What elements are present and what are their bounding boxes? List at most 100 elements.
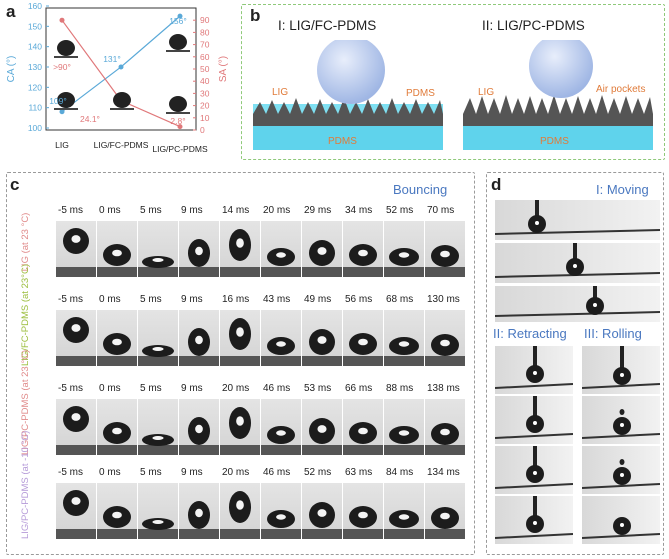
droplet-frame <box>425 483 465 539</box>
droplet-frame <box>179 310 219 366</box>
droplet-image <box>113 92 131 108</box>
y-right-tick: 10 <box>200 113 210 123</box>
frame-time: 56 ms <box>345 294 373 305</box>
droplet-frame <box>56 483 96 539</box>
droplet-frame <box>343 483 383 539</box>
ca-point <box>177 13 183 19</box>
y-left-tick: 130 <box>28 62 42 72</box>
droplet-frame <box>138 221 178 277</box>
droplet-frame <box>494 446 574 494</box>
schematic-pc-pdms <box>463 40 653 150</box>
frame-time: 5 ms <box>140 205 162 216</box>
droplet-image <box>57 92 75 108</box>
y-right-tick: 40 <box>200 76 210 86</box>
y-left-tick: 160 <box>28 1 42 11</box>
droplet-frame <box>138 399 178 455</box>
angle-annotation: 131° <box>103 54 121 64</box>
droplet-frame <box>494 286 661 322</box>
frame-time: 63 ms <box>345 467 373 478</box>
y-right-title: SA (°) <box>218 56 229 82</box>
frame-time: 68 ms <box>386 294 414 305</box>
frame-time: 66 ms <box>345 383 373 394</box>
droplet-frame <box>494 496 574 544</box>
droplet-frame <box>56 399 96 455</box>
panel-d-frame <box>486 172 664 555</box>
frame-time: 0 ms <box>99 205 121 216</box>
frame-time: 84 ms <box>386 467 414 478</box>
panel-b-right-title: II: LIG/PC-PDMS <box>482 18 585 33</box>
panel-c-title: Bouncing <box>393 182 448 197</box>
pc-lig-label: LIG <box>478 87 495 98</box>
panel-b-label: b <box>250 6 261 25</box>
droplet-frame <box>261 221 301 277</box>
frame-time: 0 ms <box>99 467 121 478</box>
droplet-frame <box>302 310 342 366</box>
droplet-frame <box>425 310 465 366</box>
frame-time: 29 ms <box>304 205 332 216</box>
droplet-frame <box>494 396 574 444</box>
y-left-tick: 110 <box>28 103 42 113</box>
pdms-base <box>253 126 443 150</box>
droplet-frame <box>581 396 661 444</box>
frame-time: 130 ms <box>427 294 460 305</box>
frame-time: 5 ms <box>140 383 162 394</box>
row-label: LIG/PC-PDMS (at -10 °C) <box>20 430 31 539</box>
frame-time: 52 ms <box>386 205 414 216</box>
frame-time: 34 ms <box>345 205 373 216</box>
pc-pdms-base-label: PDMS <box>540 136 569 147</box>
frame-time: 5 ms <box>140 467 162 478</box>
panel-c-label: c <box>10 175 20 194</box>
y-right-tick: 30 <box>200 88 210 98</box>
droplet-frame <box>56 310 96 366</box>
droplet-image <box>57 40 75 56</box>
panel-c-frame <box>6 172 475 555</box>
droplet-frame <box>261 483 301 539</box>
frame-time: 46 ms <box>263 383 291 394</box>
frame-time: 49 ms <box>304 294 332 305</box>
frame-time: 9 ms <box>181 205 203 216</box>
droplet-frame <box>494 346 574 394</box>
frame-time: -5 ms <box>58 205 83 216</box>
frame-time: 14 ms <box>222 205 250 216</box>
frame-time: -5 ms <box>58 467 83 478</box>
retracting-title: II: Retracting <box>493 326 567 341</box>
droplet-frame <box>220 221 260 277</box>
x-tick-label: LIG <box>55 140 69 150</box>
fc-lig-label: LIG <box>272 87 289 98</box>
y-right-tick: 70 <box>200 40 210 50</box>
y-left-title: CA (°) <box>6 56 17 83</box>
droplet-image <box>169 96 187 112</box>
frame-time: 9 ms <box>181 467 203 478</box>
droplet-frame <box>179 399 219 455</box>
y-left-tick: 140 <box>28 42 42 52</box>
lig-spikes <box>463 95 653 126</box>
y-right-tick: 0 <box>200 125 205 135</box>
sa-point <box>59 17 65 23</box>
y-right-tick: 80 <box>200 27 210 37</box>
ca-point <box>118 64 124 70</box>
droplet-frame <box>97 310 137 366</box>
droplet-frame <box>384 399 424 455</box>
droplet-frame <box>179 221 219 277</box>
water-droplet <box>529 40 593 98</box>
droplet-frame <box>302 399 342 455</box>
angle-annotation: 2.8° <box>170 116 185 126</box>
frame-time: 52 ms <box>304 467 332 478</box>
y-left-tick: 100 <box>28 123 42 133</box>
frame-time: 70 ms <box>427 205 455 216</box>
droplet-frame <box>138 483 178 539</box>
frame-time: -5 ms <box>58 294 83 305</box>
frame-time: 5 ms <box>140 294 162 305</box>
y-left-tick: 120 <box>28 82 42 92</box>
angle-annotation: 109° <box>49 96 67 106</box>
lig-spikes <box>253 98 443 126</box>
fc-pdms-top-label: PDMS <box>406 88 435 99</box>
droplet-frame <box>56 221 96 277</box>
y-left-tick: 150 <box>28 21 42 31</box>
pdms-base <box>463 126 653 150</box>
y-right-tick: 90 <box>200 15 210 25</box>
moving-title: I: Moving <box>596 182 649 197</box>
droplet-frame <box>494 200 661 240</box>
y-right-tick: 50 <box>200 64 210 74</box>
droplet-frame <box>302 221 342 277</box>
